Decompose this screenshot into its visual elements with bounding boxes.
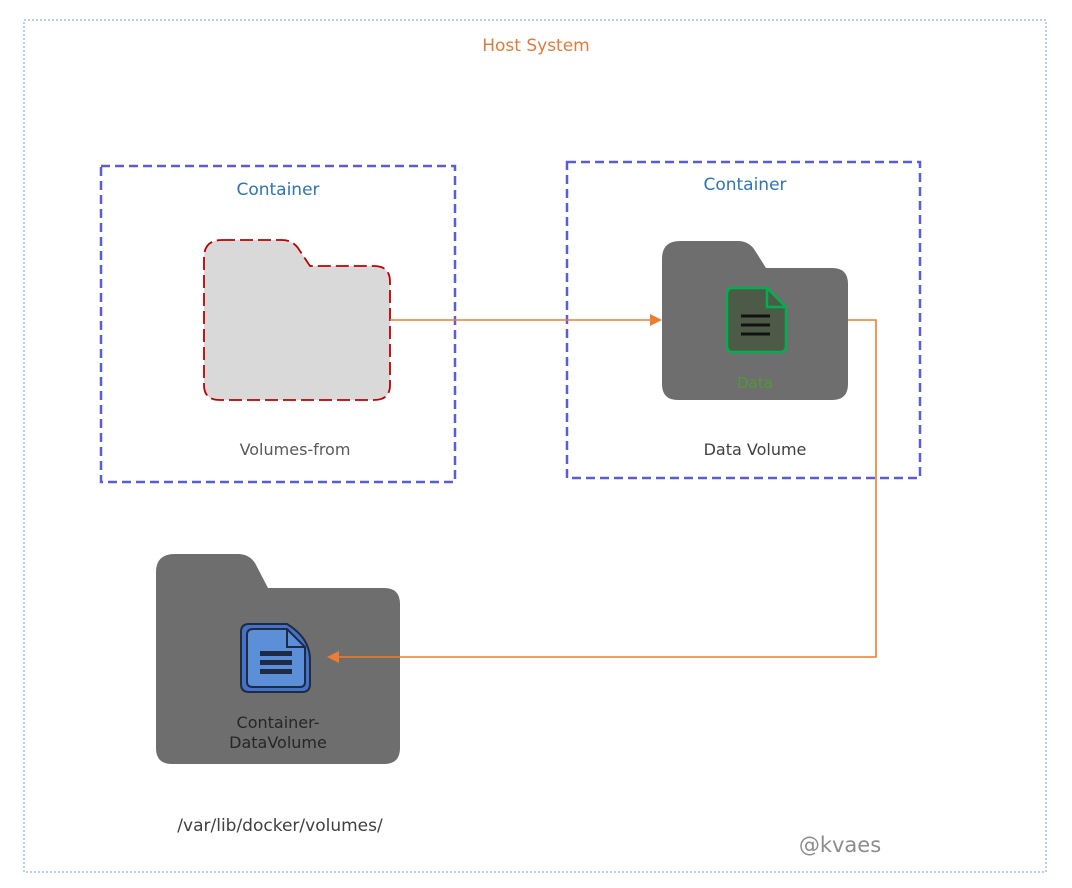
data-file-icon	[725, 286, 788, 354]
arrow-data-volume-to-host	[327, 319, 877, 663]
host-file-icon	[240, 623, 311, 693]
volumes-from-label: Volumes-from	[239, 440, 351, 459]
volumes-from-folder-icon	[203, 239, 391, 401]
container-title-left: Container	[236, 180, 320, 200]
host-datavolume-label-line2: DataVolume	[229, 733, 327, 752]
container-title-right: Container	[703, 175, 787, 195]
host-datavolume-label-line1: Container-	[236, 713, 320, 732]
host-system-label: Host System	[482, 36, 590, 56]
watermark: @kvaes	[798, 833, 882, 857]
host-volume-path: /var/lib/docker/volumes/	[177, 816, 383, 836]
host-system-boundary	[23, 19, 1047, 873]
data-file-label: Data	[737, 374, 773, 392]
data-volume-label: Data Volume	[703, 440, 807, 459]
host-datavolume-label: Container- DataVolume	[178, 713, 378, 753]
container-boundary-left	[99, 164, 457, 484]
